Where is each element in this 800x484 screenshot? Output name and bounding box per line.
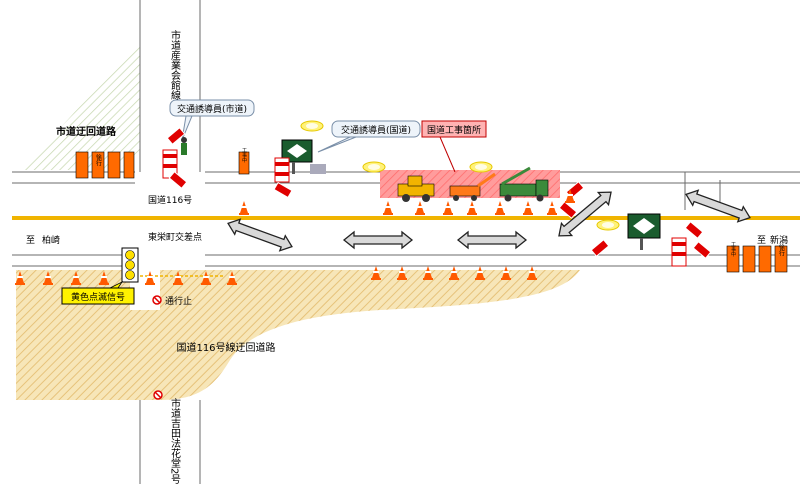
direction-right-to: 至 bbox=[757, 235, 766, 246]
traffic-cone-icon bbox=[443, 201, 453, 215]
city-bypass-label: 市道迂回道路 bbox=[56, 125, 117, 138]
direction-right-place: 新潟 bbox=[770, 234, 788, 246]
route-label: 国道116号 bbox=[148, 194, 192, 206]
direction-arrow-icon bbox=[553, 185, 617, 243]
svg-text:交通誘導員(市道): 交通誘導員(市道) bbox=[177, 103, 247, 115]
signboards-right: 工事中 徐行 bbox=[726, 242, 788, 273]
direction-left-to: 至 bbox=[26, 235, 35, 246]
work-site-label: 国道工事箇所 bbox=[421, 120, 487, 173]
intersection-label: 東栄町交差点 bbox=[148, 231, 202, 243]
truck-icon bbox=[499, 166, 549, 202]
svg-text:黄色点滅信号: 黄色点滅信号 bbox=[71, 291, 125, 303]
direction-arrow-icon bbox=[224, 215, 296, 255]
excavator-icon bbox=[449, 172, 496, 201]
national-bypass-label: 国道116号線迂回道路 bbox=[176, 341, 275, 354]
traffic-cone-icon bbox=[383, 201, 393, 215]
traffic-cone-icon bbox=[145, 271, 155, 285]
signal-label: 黄色点滅信号 bbox=[61, 280, 135, 305]
excavator-icon bbox=[397, 175, 435, 202]
guard-person-icon bbox=[181, 137, 187, 155]
no-entry-icon bbox=[152, 295, 163, 400]
svg-text:工事中: 工事中 bbox=[241, 148, 247, 164]
red-arrow-sign bbox=[166, 127, 712, 259]
guide-city-callout: 交通誘導員(市道) bbox=[169, 99, 255, 141]
signboards-top-left: 徐行 工事中 bbox=[75, 148, 250, 179]
signal-icon bbox=[121, 247, 139, 283]
no-entry-label: 通行止 bbox=[165, 295, 192, 307]
arrow-board-icon bbox=[627, 213, 661, 250]
barrier-right bbox=[671, 237, 687, 267]
traffic-cone-icon bbox=[495, 201, 505, 215]
barrier-mid bbox=[274, 157, 290, 183]
guide-national-callout: 交通誘導員(国道) bbox=[317, 120, 421, 153]
flashing-light-icon bbox=[300, 120, 324, 132]
direction-arrow-icon bbox=[457, 231, 527, 249]
direction-arrow-icon bbox=[343, 231, 413, 249]
svg-text:工事中: 工事中 bbox=[730, 242, 736, 258]
flashing-light-icon bbox=[596, 219, 620, 231]
barrier-left bbox=[162, 149, 178, 179]
svg-text:徐行: 徐行 bbox=[778, 243, 785, 257]
traffic-cone-icon bbox=[523, 201, 533, 215]
green-area bbox=[22, 40, 140, 170]
svg-text:徐行: 徐行 bbox=[95, 153, 102, 167]
city-road-label: 市道産業会館線 bbox=[169, 29, 181, 100]
arrow-board-icon bbox=[281, 139, 326, 174]
south-road-label: 市道吉田法花堂2号線 bbox=[169, 397, 181, 484]
national-bypass-area bbox=[16, 270, 580, 400]
traffic-cone-icon bbox=[239, 201, 249, 215]
traffic-cone-icon bbox=[547, 201, 557, 215]
direction-left-place: 柏崎 bbox=[42, 234, 60, 246]
traffic-cone-icon bbox=[415, 201, 425, 215]
svg-text:国道工事箇所: 国道工事箇所 bbox=[427, 124, 481, 136]
svg-text:交通誘導員(国道): 交通誘導員(国道) bbox=[341, 124, 411, 136]
traffic-cone-icon bbox=[467, 201, 477, 215]
flashing-light-icon bbox=[469, 161, 493, 173]
flashing-light-icon bbox=[362, 161, 386, 173]
